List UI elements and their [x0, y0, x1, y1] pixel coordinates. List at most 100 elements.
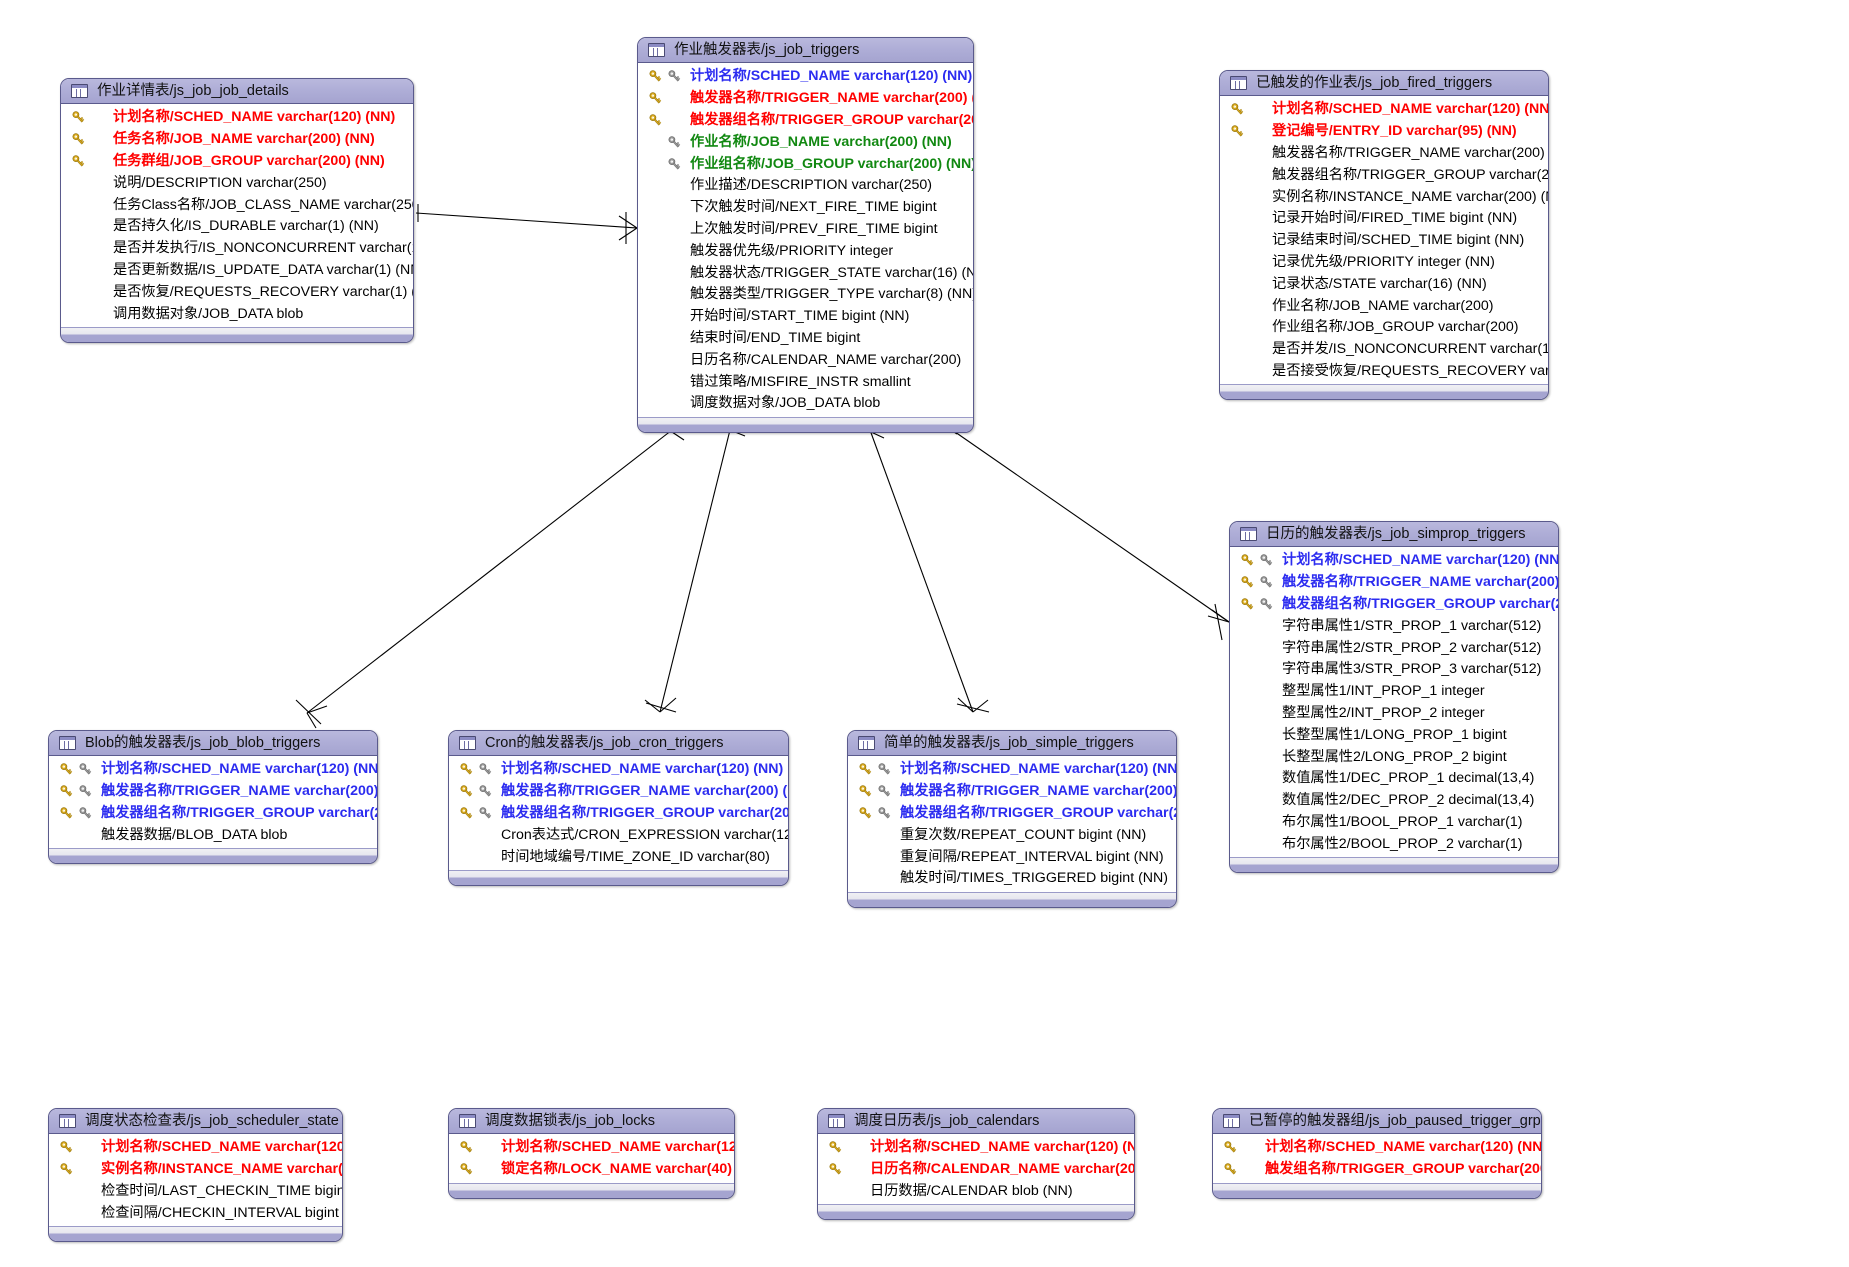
attribute-row[interactable]: 日历名称/CALENDAR_NAME varchar(200) — [638, 349, 973, 371]
attribute-row[interactable]: 计划名称/SCHED_NAME varchar(120) (NN) — [449, 759, 788, 781]
attribute-row[interactable]: 计划名称/SCHED_NAME varchar(120) (NN) — [49, 759, 377, 781]
attribute-row[interactable]: 布尔属性1/BOOL_PROP_1 varchar(1) — [1230, 812, 1558, 834]
entity-locks[interactable]: 调度数据锁表/js_job_locks 计划名称/SCHED_NAME varch… — [448, 1108, 735, 1199]
attribute-row[interactable]: 触发时间/TIMES_TRIGGERED bigint (NN) — [848, 868, 1176, 890]
attribute-row[interactable]: 计划名称/SCHED_NAME varchar(120) (NN) — [61, 107, 413, 129]
attribute-row[interactable]: 实例名称/INSTANCE_NAME varchar(200) (NN) — [1220, 186, 1548, 208]
entity-header-fired_triggers[interactable]: 已触发的作业表/js_job_fired_triggers — [1220, 71, 1548, 96]
attribute-row[interactable]: 作业组名称/JOB_GROUP varchar(200) (NN) — [638, 153, 973, 175]
entity-job_details[interactable]: 作业详情表/js_job_job_details 计划名称/SCHED_NAME … — [60, 78, 414, 343]
attribute-row[interactable]: 整型属性2/INT_PROP_2 integer — [1230, 703, 1558, 725]
attribute-row[interactable]: 说明/DESCRIPTION varchar(250) — [61, 172, 413, 194]
attribute-row[interactable]: 字符串属性2/STR_PROP_2 varchar(512) — [1230, 637, 1558, 659]
entity-header-paused_trigger_grps[interactable]: 已暂停的触发器组/js_job_paused_trigger_grps — [1213, 1109, 1541, 1134]
attribute-row[interactable]: 计划名称/SCHED_NAME varchar(120) (NN) — [638, 66, 973, 88]
attribute-row[interactable]: 重复次数/REPEAT_COUNT bigint (NN) — [848, 824, 1176, 846]
entity-header-job_triggers[interactable]: 作业触发器表/js_job_triggers — [638, 38, 973, 63]
attribute-row[interactable]: 触发器数据/BLOB_DATA blob — [49, 824, 377, 846]
attribute-row[interactable]: 记录状态/STATE varchar(16) (NN) — [1220, 273, 1548, 295]
attribute-row[interactable]: 错过策略/MISFIRE_INSTR smallint — [638, 371, 973, 393]
attribute-row[interactable]: 字符串属性1/STR_PROP_1 varchar(512) — [1230, 615, 1558, 637]
attribute-row[interactable]: 重复间隔/REPEAT_INTERVAL bigint (NN) — [848, 846, 1176, 868]
attribute-row[interactable]: 触发器类型/TRIGGER_TYPE varchar(8) (NN) — [638, 284, 973, 306]
attribute-row[interactable]: 登记编号/ENTRY_ID varchar(95) (NN) — [1220, 121, 1548, 143]
attribute-row[interactable]: 上次触发时间/PREV_FIRE_TIME bigint — [638, 219, 973, 241]
attribute-row[interactable]: 是否并发/IS_NONCONCURRENT varchar(1) — [1220, 339, 1548, 361]
attribute-row[interactable]: 作业名称/JOB_NAME varchar(200) (NN) — [638, 131, 973, 153]
entity-calendars[interactable]: 调度日历表/js_job_calendars 计划名称/SCHED_NAME va… — [817, 1108, 1135, 1221]
attribute-row[interactable]: 调度数据对象/JOB_DATA blob — [638, 393, 973, 415]
entity-header-locks[interactable]: 调度数据锁表/js_job_locks — [449, 1109, 734, 1134]
entity-header-simprop_triggers[interactable]: 日历的触发器表/js_job_simprop_triggers — [1230, 522, 1558, 547]
entity-header-scheduler_state[interactable]: 调度状态检查表/js_job_scheduler_state — [49, 1109, 342, 1134]
attribute-row[interactable]: 作业描述/DESCRIPTION varchar(250) — [638, 175, 973, 197]
attribute-row[interactable]: 任务群组/JOB_GROUP varchar(200) (NN) — [61, 151, 413, 173]
attribute-row[interactable]: 触发器名称/TRIGGER_NAME varchar(200) (NN) — [49, 781, 377, 803]
attribute-row[interactable]: 计划名称/SCHED_NAME varchar(120) (NN) — [848, 759, 1176, 781]
attribute-row[interactable]: 调用数据对象/JOB_DATA blob — [61, 303, 413, 325]
entity-blob_triggers[interactable]: Blob的触发器表/js_job_blob_triggers 计划名称/SCHED… — [48, 730, 378, 865]
attribute-row[interactable]: 时间地域编号/TIME_ZONE_ID varchar(80) — [449, 846, 788, 868]
attribute-row[interactable]: 检查时间/LAST_CHECKIN_TIME bigint (NN) — [49, 1181, 342, 1203]
attribute-row[interactable]: 触发器名称/TRIGGER_NAME varchar(200) (NN) — [1220, 143, 1548, 165]
entity-paused_trigger_grps[interactable]: 已暂停的触发器组/js_job_paused_trigger_grps 计划名称/… — [1212, 1108, 1542, 1199]
entity-fired_triggers[interactable]: 已触发的作业表/js_job_fired_triggers 计划名称/SCHED_… — [1219, 70, 1549, 401]
attribute-row[interactable]: 触发器组名称/TRIGGER_GROUP varchar(200) (NN) — [848, 803, 1176, 825]
attribute-row[interactable]: 日历数据/CALENDAR blob (NN) — [818, 1181, 1134, 1203]
entity-simple_triggers[interactable]: 简单的触发器表/js_job_simple_triggers 计划名称/SCHED… — [847, 730, 1177, 908]
attribute-row[interactable]: 计划名称/SCHED_NAME varchar(120) (NN) — [818, 1137, 1134, 1159]
attribute-row[interactable]: 触发器组名称/TRIGGER_GROUP varchar(200) (NN) — [449, 803, 788, 825]
attribute-row[interactable]: 数值属性1/DEC_PROP_1 decimal(13,4) — [1230, 768, 1558, 790]
attribute-row[interactable]: 数值属性2/DEC_PROP_2 decimal(13,4) — [1230, 790, 1558, 812]
attribute-row[interactable]: 计划名称/SCHED_NAME varchar(120) (NN) — [49, 1137, 342, 1159]
entity-header-blob_triggers[interactable]: Blob的触发器表/js_job_blob_triggers — [49, 731, 377, 756]
attribute-row[interactable]: 长整型属性2/LONG_PROP_2 bigint — [1230, 746, 1558, 768]
attribute-row[interactable]: 布尔属性2/BOOL_PROP_2 varchar(1) — [1230, 833, 1558, 855]
attribute-row[interactable]: 触发器组名称/TRIGGER_GROUP varchar(200) (NN) — [638, 110, 973, 132]
attribute-row[interactable]: 是否持久化/IS_DURABLE varchar(1) (NN) — [61, 216, 413, 238]
attribute-row[interactable]: 任务名称/JOB_NAME varchar(200) (NN) — [61, 129, 413, 151]
attribute-row[interactable]: 是否并发执行/IS_NONCONCURRENT varchar(1) (NN) — [61, 238, 413, 260]
entity-scheduler_state[interactable]: 调度状态检查表/js_job_scheduler_state 计划名称/SCHED… — [48, 1108, 343, 1243]
entity-header-cron_triggers[interactable]: Cron的触发器表/js_job_cron_triggers — [449, 731, 788, 756]
attribute-row[interactable]: 触发器名称/TRIGGER_NAME varchar(200) (NN) — [638, 88, 973, 110]
attribute-row[interactable]: 触发器名称/TRIGGER_NAME varchar(200) (NN) — [848, 781, 1176, 803]
attribute-row[interactable]: 触发器优先级/PRIORITY integer — [638, 240, 973, 262]
attribute-row[interactable]: 长整型属性1/LONG_PROP_1 bigint — [1230, 724, 1558, 746]
attribute-row[interactable]: 计划名称/SCHED_NAME varchar(120) (NN) — [1213, 1137, 1541, 1159]
entity-cron_triggers[interactable]: Cron的触发器表/js_job_cron_triggers 计划名称/SCHED… — [448, 730, 789, 886]
attribute-row[interactable]: 计划名称/SCHED_NAME varchar(120) (NN) — [1230, 550, 1558, 572]
attribute-row[interactable]: 记录优先级/PRIORITY integer (NN) — [1220, 252, 1548, 274]
attribute-row[interactable]: 触发器组名称/TRIGGER_GROUP varchar(200) (NN) — [49, 803, 377, 825]
attribute-row[interactable]: 触发器名称/TRIGGER_NAME varchar(200) (NN) — [1230, 572, 1558, 594]
attribute-row[interactable]: 实例名称/INSTANCE_NAME varchar(200) (NN) — [49, 1159, 342, 1181]
entity-job_triggers[interactable]: 作业触发器表/js_job_triggers 计划名称/SCHED_NAME va… — [637, 37, 974, 433]
entity-simprop_triggers[interactable]: 日历的触发器表/js_job_simprop_triggers 计划名称/SCHE… — [1229, 521, 1559, 874]
attribute-row[interactable]: 锁定名称/LOCK_NAME varchar(40) (NN) — [449, 1159, 734, 1181]
attribute-row[interactable]: 是否更新数据/IS_UPDATE_DATA varchar(1) (NN) — [61, 260, 413, 282]
attribute-row[interactable]: 计划名称/SCHED_NAME varchar(120) (NN) — [449, 1137, 734, 1159]
attribute-row[interactable]: 作业组名称/JOB_GROUP varchar(200) — [1220, 317, 1548, 339]
attribute-row[interactable]: 是否恢复/REQUESTS_RECOVERY varchar(1) (NN) — [61, 281, 413, 303]
attribute-row[interactable]: 检查间隔/CHECKIN_INTERVAL bigint (NN) — [49, 1202, 342, 1224]
attribute-row[interactable]: 计划名称/SCHED_NAME varchar(120) (NN) — [1220, 99, 1548, 121]
attribute-row[interactable]: 结束时间/END_TIME bigint — [638, 328, 973, 350]
attribute-row[interactable]: 作业名称/JOB_NAME varchar(200) — [1220, 295, 1548, 317]
entity-header-simple_triggers[interactable]: 简单的触发器表/js_job_simple_triggers — [848, 731, 1176, 756]
attribute-row[interactable]: 触发器组名称/TRIGGER_GROUP varchar(200) (NN) — [1220, 164, 1548, 186]
attribute-row[interactable]: 任务Class名称/JOB_CLASS_NAME varchar(250) (N… — [61, 194, 413, 216]
attribute-row[interactable]: 触发组名称/TRIGGER_GROUP varchar(200) (NN) — [1213, 1159, 1541, 1181]
attribute-row[interactable]: 触发器名称/TRIGGER_NAME varchar(200) (NN) — [449, 781, 788, 803]
attribute-row[interactable]: Cron表达式/CRON_EXPRESSION varchar(120) (NN… — [449, 824, 788, 846]
attribute-row[interactable]: 开始时间/START_TIME bigint (NN) — [638, 306, 973, 328]
attribute-row[interactable]: 下次触发时间/NEXT_FIRE_TIME bigint — [638, 197, 973, 219]
attribute-row[interactable]: 触发器状态/TRIGGER_STATE varchar(16) (NN) — [638, 262, 973, 284]
attribute-row[interactable]: 记录结束时间/SCHED_TIME bigint (NN) — [1220, 230, 1548, 252]
attribute-row[interactable]: 是否接受恢复/REQUESTS_RECOVERY varchar(1) — [1220, 361, 1548, 383]
attribute-row[interactable]: 整型属性1/INT_PROP_1 integer — [1230, 681, 1558, 703]
entity-header-job_details[interactable]: 作业详情表/js_job_job_details — [61, 79, 413, 104]
entity-header-calendars[interactable]: 调度日历表/js_job_calendars — [818, 1109, 1134, 1134]
attribute-row[interactable]: 记录开始时间/FIRED_TIME bigint (NN) — [1220, 208, 1548, 230]
attribute-row[interactable]: 日历名称/CALENDAR_NAME varchar(200) (NN) — [818, 1159, 1134, 1181]
attribute-row[interactable]: 字符串属性3/STR_PROP_3 varchar(512) — [1230, 659, 1558, 681]
